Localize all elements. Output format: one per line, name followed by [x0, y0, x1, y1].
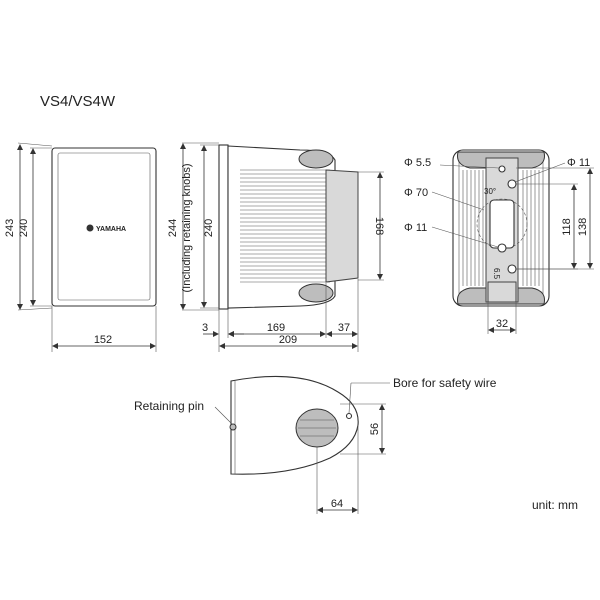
rear-hole-small: [498, 165, 506, 173]
label-retaining-pin: Retaining pin: [134, 399, 204, 413]
dim-32: 32: [496, 318, 508, 330]
dim-37: 37: [338, 322, 350, 334]
rear-hole-bottom: [507, 264, 517, 274]
bottom-view: Retaining pin Bore for safety wire 56 64: [134, 375, 497, 514]
retaining-pin: [229, 423, 237, 431]
rear-ribs: [462, 170, 540, 286]
top-retaining-knob: [298, 149, 334, 169]
dim-138: 138: [577, 218, 589, 236]
front-view-grille: [57, 152, 151, 301]
bottom-cabinet: [230, 375, 359, 475]
rear-circle-70: [476, 198, 528, 250]
dim-244: 244: [167, 219, 179, 237]
dim-phi-70: Φ 70: [404, 187, 428, 199]
rear-hole-mid: [497, 243, 507, 253]
dim-phi-5-5: Φ 5.5: [404, 157, 431, 169]
side-front-panel: [218, 144, 229, 310]
dim-209: 209: [279, 334, 297, 346]
dim-56: 56: [369, 423, 381, 435]
rear-offset-label: 6.5: [492, 268, 501, 280]
diagram-title: VS4/VS4W: [40, 93, 116, 110]
dim-240-side: 240: [203, 219, 215, 237]
rear-hole-top: [507, 179, 517, 189]
front-view: YAMAHA 243 240 152: [4, 142, 157, 352]
front-view-cabinet: [51, 147, 157, 307]
rear-center-block: [489, 199, 515, 249]
dim-169: 169: [267, 322, 285, 334]
dim-64: 64: [331, 498, 343, 510]
rear-angle-label: 30°: [484, 187, 496, 196]
dim-152: 152: [94, 334, 112, 346]
dim-phi-11-top: Φ 11: [567, 157, 590, 169]
dim-244-note: (Including retaining knobs): [181, 163, 193, 292]
bottom-retaining-knob: [298, 283, 334, 303]
dim-243: 243: [4, 219, 16, 237]
dim-3: 3: [202, 322, 208, 334]
side-bracket: [325, 169, 359, 283]
rear-view: 30° 6.5 Φ 5.5 Φ 11 Φ 70 Φ 11 118 138 32: [404, 149, 594, 334]
dim-240: 240: [18, 219, 30, 237]
rear-bracket-foot: [487, 281, 517, 303]
yamaha-logo: YAMAHA: [86, 224, 126, 233]
label-safety-wire: Bore for safety wire: [393, 376, 497, 390]
svg-text:YAMAHA: YAMAHA: [96, 226, 126, 233]
dim-phi-11-mid: Φ 11: [404, 222, 427, 234]
side-view: 244 (Including retaining knobs) 240 168 …: [167, 142, 385, 352]
side-ribs: [240, 169, 330, 283]
dim-118: 118: [561, 218, 573, 236]
unit-label: unit: mm: [532, 498, 578, 512]
dim-168: 168: [373, 217, 385, 235]
safety-wire-bore: [345, 412, 353, 420]
